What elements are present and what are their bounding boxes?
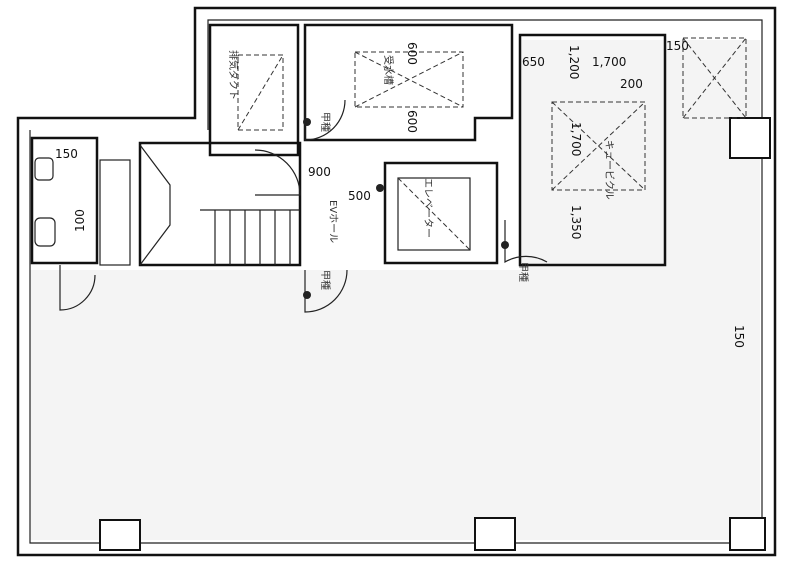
dim-right-wall: 150 xyxy=(732,325,746,348)
label-elevator: エレベーター xyxy=(422,178,434,238)
tank-outline xyxy=(354,51,464,108)
dim-cubicle-offset: 200 xyxy=(620,77,643,91)
outer-wall xyxy=(16,6,777,557)
dim-cubicle-top: 1,200 xyxy=(567,45,581,79)
dim-toilet-top: 150 xyxy=(55,147,78,161)
dim-hall-width: 900 xyxy=(308,165,331,179)
column xyxy=(729,117,771,159)
door-toilet[interactable] xyxy=(59,265,96,311)
dim-corner-shaft: 150 xyxy=(666,39,689,53)
door-duct[interactable] xyxy=(254,149,301,196)
duct-outline xyxy=(237,54,284,131)
label-tank: 受水槽 xyxy=(382,55,395,85)
dim-cubicle-bottom: 1,350 xyxy=(569,205,583,239)
toilet-room xyxy=(30,136,99,265)
dim-hall-gap: 500 xyxy=(348,189,371,203)
column xyxy=(729,517,766,551)
elevator-shaft xyxy=(383,161,499,265)
column xyxy=(99,519,141,551)
cubicle-room xyxy=(518,33,667,267)
pipe-space xyxy=(99,159,131,266)
label-duct: 排気ダクト xyxy=(227,50,240,100)
door-hall[interactable] xyxy=(304,269,348,313)
cubicle-outline xyxy=(551,101,646,191)
column xyxy=(474,517,516,551)
label-hall: EVホール xyxy=(327,200,339,243)
dim-shaft-top: 600 xyxy=(405,42,419,65)
label-door-c: 甲種 xyxy=(517,262,530,282)
toilet-icon xyxy=(34,157,54,181)
duct-shaft xyxy=(208,23,300,157)
label-door-b: 甲種 xyxy=(319,270,332,290)
main-floor-area xyxy=(30,270,760,540)
label-cubicle: キュービクル xyxy=(603,140,615,200)
dim-toilet-side: 100 xyxy=(73,209,87,232)
stair-landing xyxy=(139,144,171,266)
stair-treads xyxy=(200,209,300,265)
staircase xyxy=(138,141,302,267)
door-tank[interactable] xyxy=(304,99,346,141)
right-floor-area xyxy=(520,40,760,280)
sink-icon xyxy=(34,217,56,247)
dim-cubicle-depth: 1,700 xyxy=(569,122,583,156)
dim-shaft-bottom: 600 xyxy=(405,110,419,133)
door-cubicle[interactable] xyxy=(504,220,548,264)
dim-cubicle-left: 650 xyxy=(522,55,545,69)
dim-cubicle-width: 1,700 xyxy=(592,55,626,69)
inner-wall xyxy=(29,19,763,544)
elevator-car xyxy=(397,177,471,251)
label-door-a: 甲種 xyxy=(319,112,332,132)
